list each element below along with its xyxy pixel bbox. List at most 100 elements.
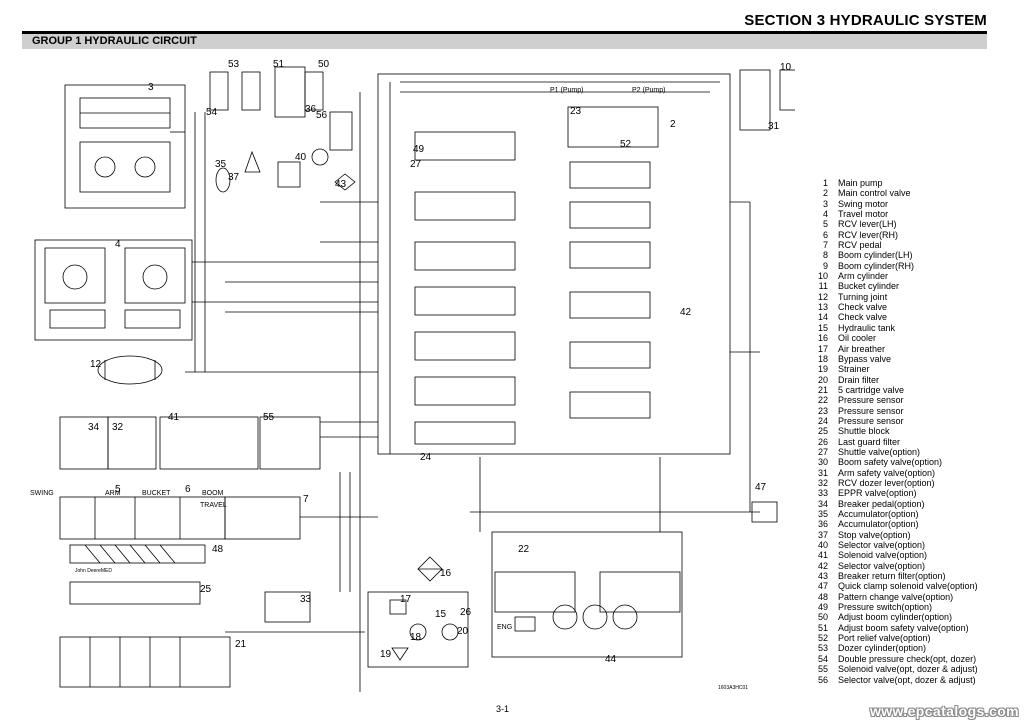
callout-number: 35 bbox=[215, 159, 227, 170]
callout-number: 17 bbox=[400, 594, 412, 605]
legend-item: 20 Drain filter bbox=[806, 375, 978, 385]
legend-description: Air breather bbox=[838, 343, 886, 354]
legend-item: 35 Accumulator(option) bbox=[806, 509, 978, 519]
callout-number: 21 bbox=[235, 639, 247, 650]
legend-description: Shuttle block bbox=[838, 426, 890, 437]
callout-number: 54 bbox=[206, 107, 218, 118]
legend-number: 27 bbox=[817, 446, 828, 457]
legend-item: 3 Swing motor bbox=[806, 199, 978, 209]
callout-number: 7 bbox=[303, 494, 309, 505]
legend-number: 33 bbox=[817, 488, 828, 499]
legend-number: 20 bbox=[817, 374, 828, 385]
legend-number: 19 bbox=[817, 364, 828, 375]
legend-description: Boom cylinder(LH) bbox=[838, 250, 913, 261]
legend-description: Solenoid valve(opt, dozer & adjust) bbox=[838, 664, 978, 675]
callout-number: 55 bbox=[263, 412, 275, 423]
legend-description: Swing motor bbox=[838, 198, 889, 209]
legend-number: 36 bbox=[817, 519, 828, 530]
legend-number: 7 bbox=[822, 240, 828, 251]
legend-description: Solenoid valve(option) bbox=[838, 550, 928, 561]
legend-number: 50 bbox=[817, 612, 828, 623]
legend-description: Bucket cylinder bbox=[838, 281, 900, 292]
legend-number: 21 bbox=[817, 384, 828, 395]
legend-number: 23 bbox=[817, 405, 828, 416]
legend-description: Boom safety valve(option) bbox=[838, 457, 943, 468]
legend-number: 14 bbox=[817, 312, 828, 323]
section-title: SECTION 3 HYDRAULIC SYSTEM bbox=[744, 12, 987, 29]
legend-description: Shuttle valve(option) bbox=[838, 446, 921, 457]
legend-description: Stop valve(option) bbox=[838, 529, 911, 540]
callout-number: 12 bbox=[90, 359, 102, 370]
callout-number: 37 bbox=[228, 172, 240, 183]
legend-description: Hydraulic tank bbox=[838, 322, 896, 333]
callout-number: 10 bbox=[780, 62, 792, 73]
callout-number: 4 bbox=[115, 239, 121, 250]
callout-number: 2 bbox=[670, 119, 676, 130]
label-bucket: BUCKET bbox=[142, 490, 171, 497]
hydraulic-circuit-diagram: TRAVEL SWING ARM BUCKET BOOM ENG P1 (Pum… bbox=[30, 59, 795, 692]
legend-item: 21 5 cartridge valve bbox=[806, 385, 978, 395]
legend-description: 5 cartridge valve bbox=[838, 384, 905, 395]
legend-description: RCV lever(RH) bbox=[838, 229, 899, 240]
legend-description: Boom cylinder(RH) bbox=[838, 260, 915, 271]
callout-number: 56 bbox=[316, 110, 328, 121]
legend-number: 3 bbox=[822, 198, 828, 209]
callout-number: 34 bbox=[88, 422, 100, 433]
legend-number: 35 bbox=[817, 509, 828, 519]
legend-item: 37 Stop valve(option) bbox=[806, 530, 978, 540]
label-travel: TRAVEL bbox=[200, 502, 227, 509]
callout-number: 22 bbox=[518, 544, 530, 555]
legend-description: Last guard filter bbox=[838, 436, 901, 447]
legend-description: Turning joint bbox=[838, 291, 888, 302]
legend-number: 4 bbox=[822, 209, 828, 220]
legend-number: 8 bbox=[822, 250, 828, 261]
legend-description: Accumulator(option) bbox=[838, 509, 919, 519]
legend-item: 11 Bucket cylinder bbox=[806, 281, 978, 291]
label-pattern-valve: John DeereMED bbox=[75, 568, 112, 574]
legend-description: Drain filter bbox=[838, 374, 880, 385]
page-number: 3-1 bbox=[496, 704, 510, 714]
legend-number: 53 bbox=[817, 643, 828, 654]
legend-number: 37 bbox=[817, 529, 828, 540]
callout-number: 49 bbox=[413, 144, 425, 155]
label-arm: ARM bbox=[105, 490, 121, 497]
legend-number: 11 bbox=[818, 281, 828, 292]
legend-number: 2 bbox=[822, 188, 828, 199]
callout-number: 16 bbox=[440, 568, 452, 579]
legend-number: 47 bbox=[817, 581, 828, 592]
label-boom: BOOM bbox=[202, 490, 224, 497]
legend-description: Pattern change valve(option) bbox=[838, 591, 954, 602]
callout-number: 44 bbox=[605, 654, 617, 665]
legend-number: 51 bbox=[817, 622, 828, 633]
callout-number: 23 bbox=[570, 106, 582, 117]
callout-number: 48 bbox=[212, 544, 224, 555]
legend-description: Main control valve bbox=[838, 188, 911, 199]
label-pump-p2: P2 (Pump) bbox=[632, 87, 665, 94]
legend-description: RCV dozer lever(option) bbox=[838, 477, 935, 488]
legend-description: Port relief valve(option) bbox=[838, 633, 931, 644]
legend-description: EPPR valve(option) bbox=[838, 488, 917, 499]
legend-number: 5 bbox=[822, 219, 828, 230]
legend-number: 25 bbox=[817, 426, 828, 437]
legend-number: 18 bbox=[817, 353, 828, 364]
legend-description: Adjust boom safety valve(option) bbox=[838, 622, 969, 633]
legend-number: 12 bbox=[817, 291, 828, 302]
callout-number: 19 bbox=[380, 649, 392, 660]
